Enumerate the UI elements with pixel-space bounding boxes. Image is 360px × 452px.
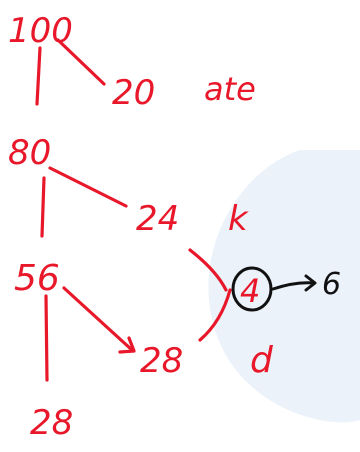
edge-56-left bbox=[44, 294, 49, 382]
label-d: d bbox=[250, 340, 274, 381]
node-56: 56 bbox=[14, 258, 60, 299]
arrow-shaft bbox=[271, 281, 316, 291]
result-value: 6 bbox=[322, 267, 341, 302]
edge-80-left bbox=[40, 176, 46, 238]
node-24: 24 bbox=[136, 199, 179, 239]
circled-value: 4 bbox=[240, 272, 260, 310]
label-k: k bbox=[228, 199, 249, 239]
arrow-head-28 bbox=[118, 336, 136, 354]
edge-80-right bbox=[48, 166, 128, 208]
edge-56-right bbox=[62, 286, 134, 352]
node-28: 28 bbox=[140, 341, 183, 381]
node-80: 80 bbox=[8, 133, 51, 173]
edge-100-left bbox=[35, 46, 42, 106]
circle-around-4 bbox=[231, 266, 273, 312]
node-20: 20 bbox=[112, 73, 155, 113]
bracket-upper bbox=[188, 248, 228, 292]
bracket-lower bbox=[198, 288, 232, 342]
label-ate: ate bbox=[204, 70, 256, 108]
arrow-head bbox=[304, 274, 317, 292]
node-100: 100 bbox=[8, 11, 73, 51]
node-28-bottom: 28 bbox=[30, 403, 73, 443]
edge-100-right bbox=[56, 38, 106, 86]
